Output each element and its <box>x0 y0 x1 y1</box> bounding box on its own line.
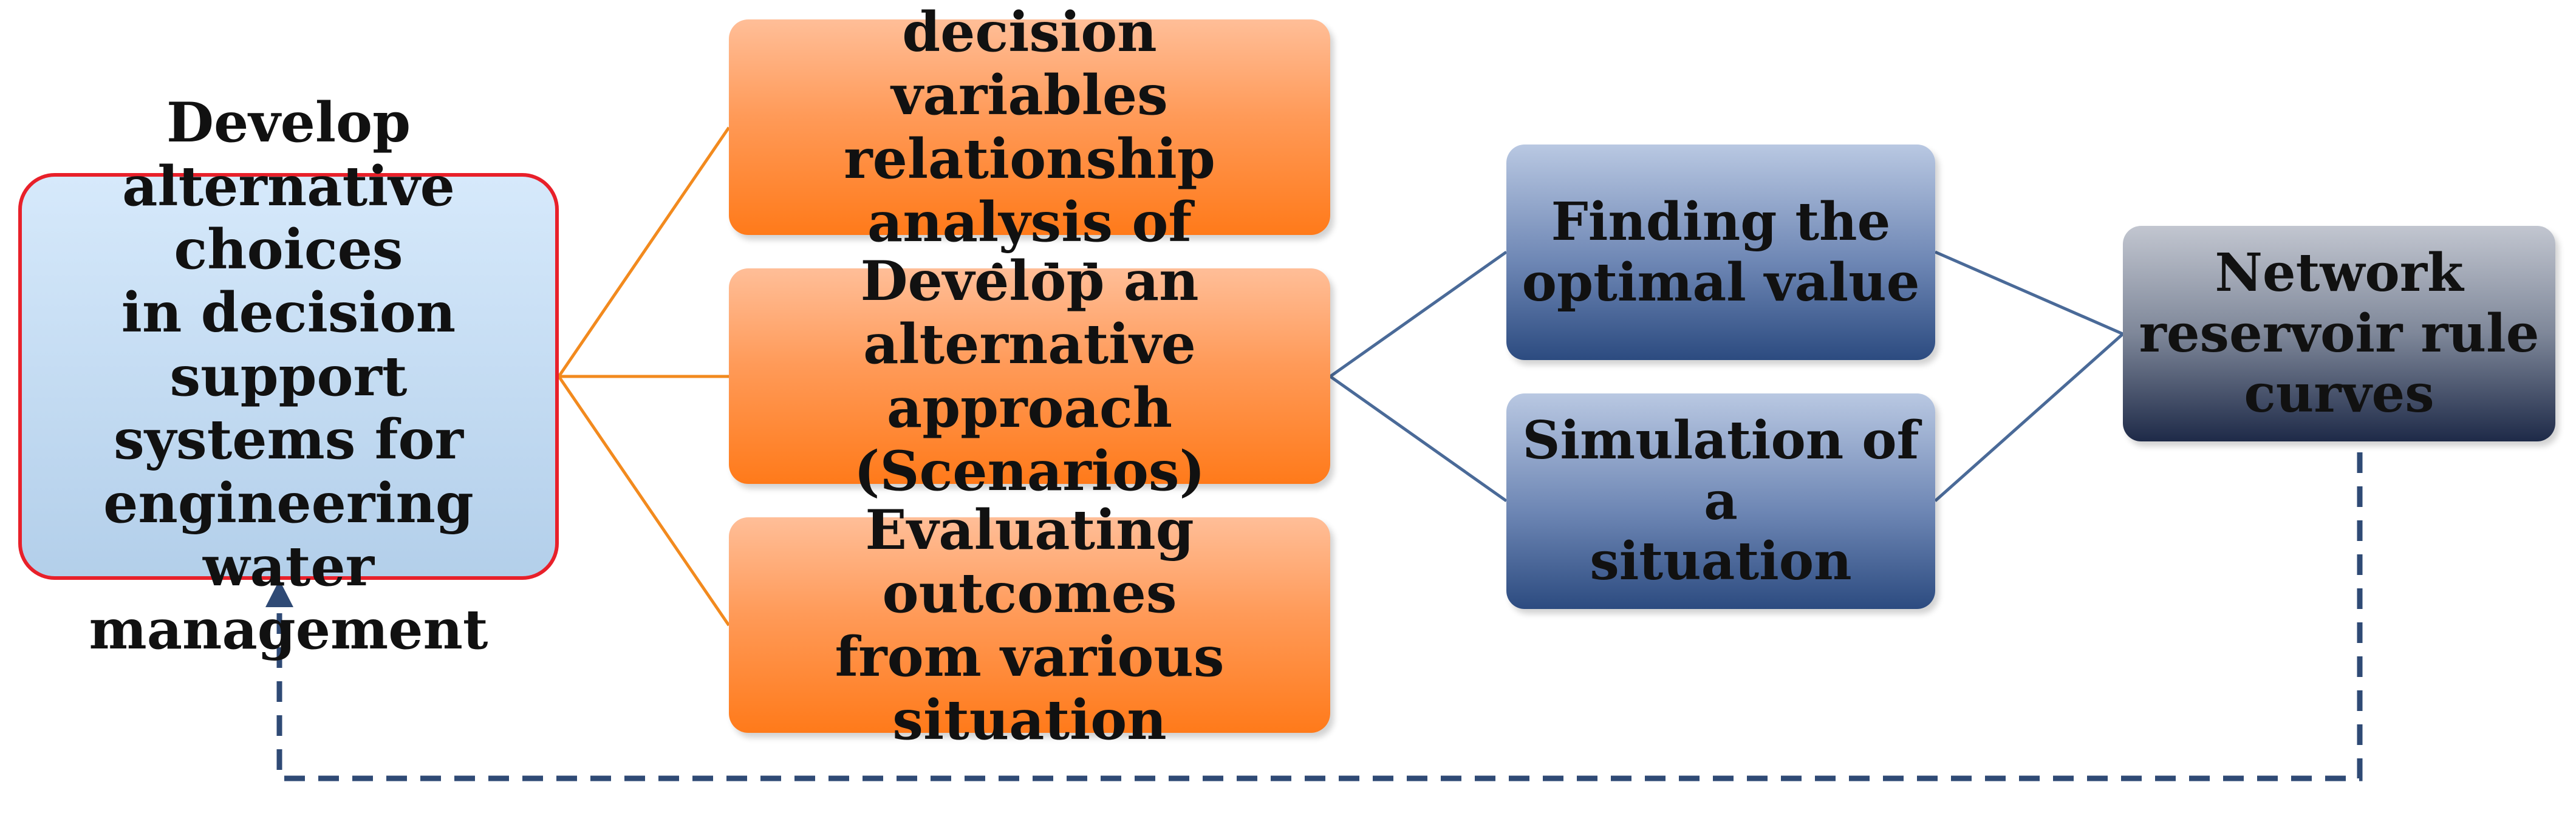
root-node: Develop alternative choices in decision … <box>18 91 559 662</box>
determining-decision-node: Determining decision variables relations… <box>729 0 1330 317</box>
connector-approach-to-optimal <box>1329 250 1508 378</box>
evaluating-outcomes-node: Evaluating outcomes from various situati… <box>729 498 1330 752</box>
connector-approach-to-simulation <box>1329 375 1508 503</box>
connector-optimal-to-network <box>1934 250 2124 336</box>
simulation-node: Simulation of a situation <box>1506 393 1935 609</box>
network-rule-curves-node: Network reservoir rule curves <box>2123 226 2555 441</box>
feedback-dashed-arrow <box>276 452 2363 781</box>
connector-simulation-to-network <box>1934 333 2124 502</box>
finding-optimal-node: Finding the optimal value <box>1506 145 1935 360</box>
connector-root-to-determining <box>557 126 731 378</box>
connector-root-to-evaluating <box>557 375 731 627</box>
develop-approach-node: Develop an alternative approach (Scenari… <box>729 250 1330 503</box>
feedback-arrowhead <box>265 580 293 607</box>
